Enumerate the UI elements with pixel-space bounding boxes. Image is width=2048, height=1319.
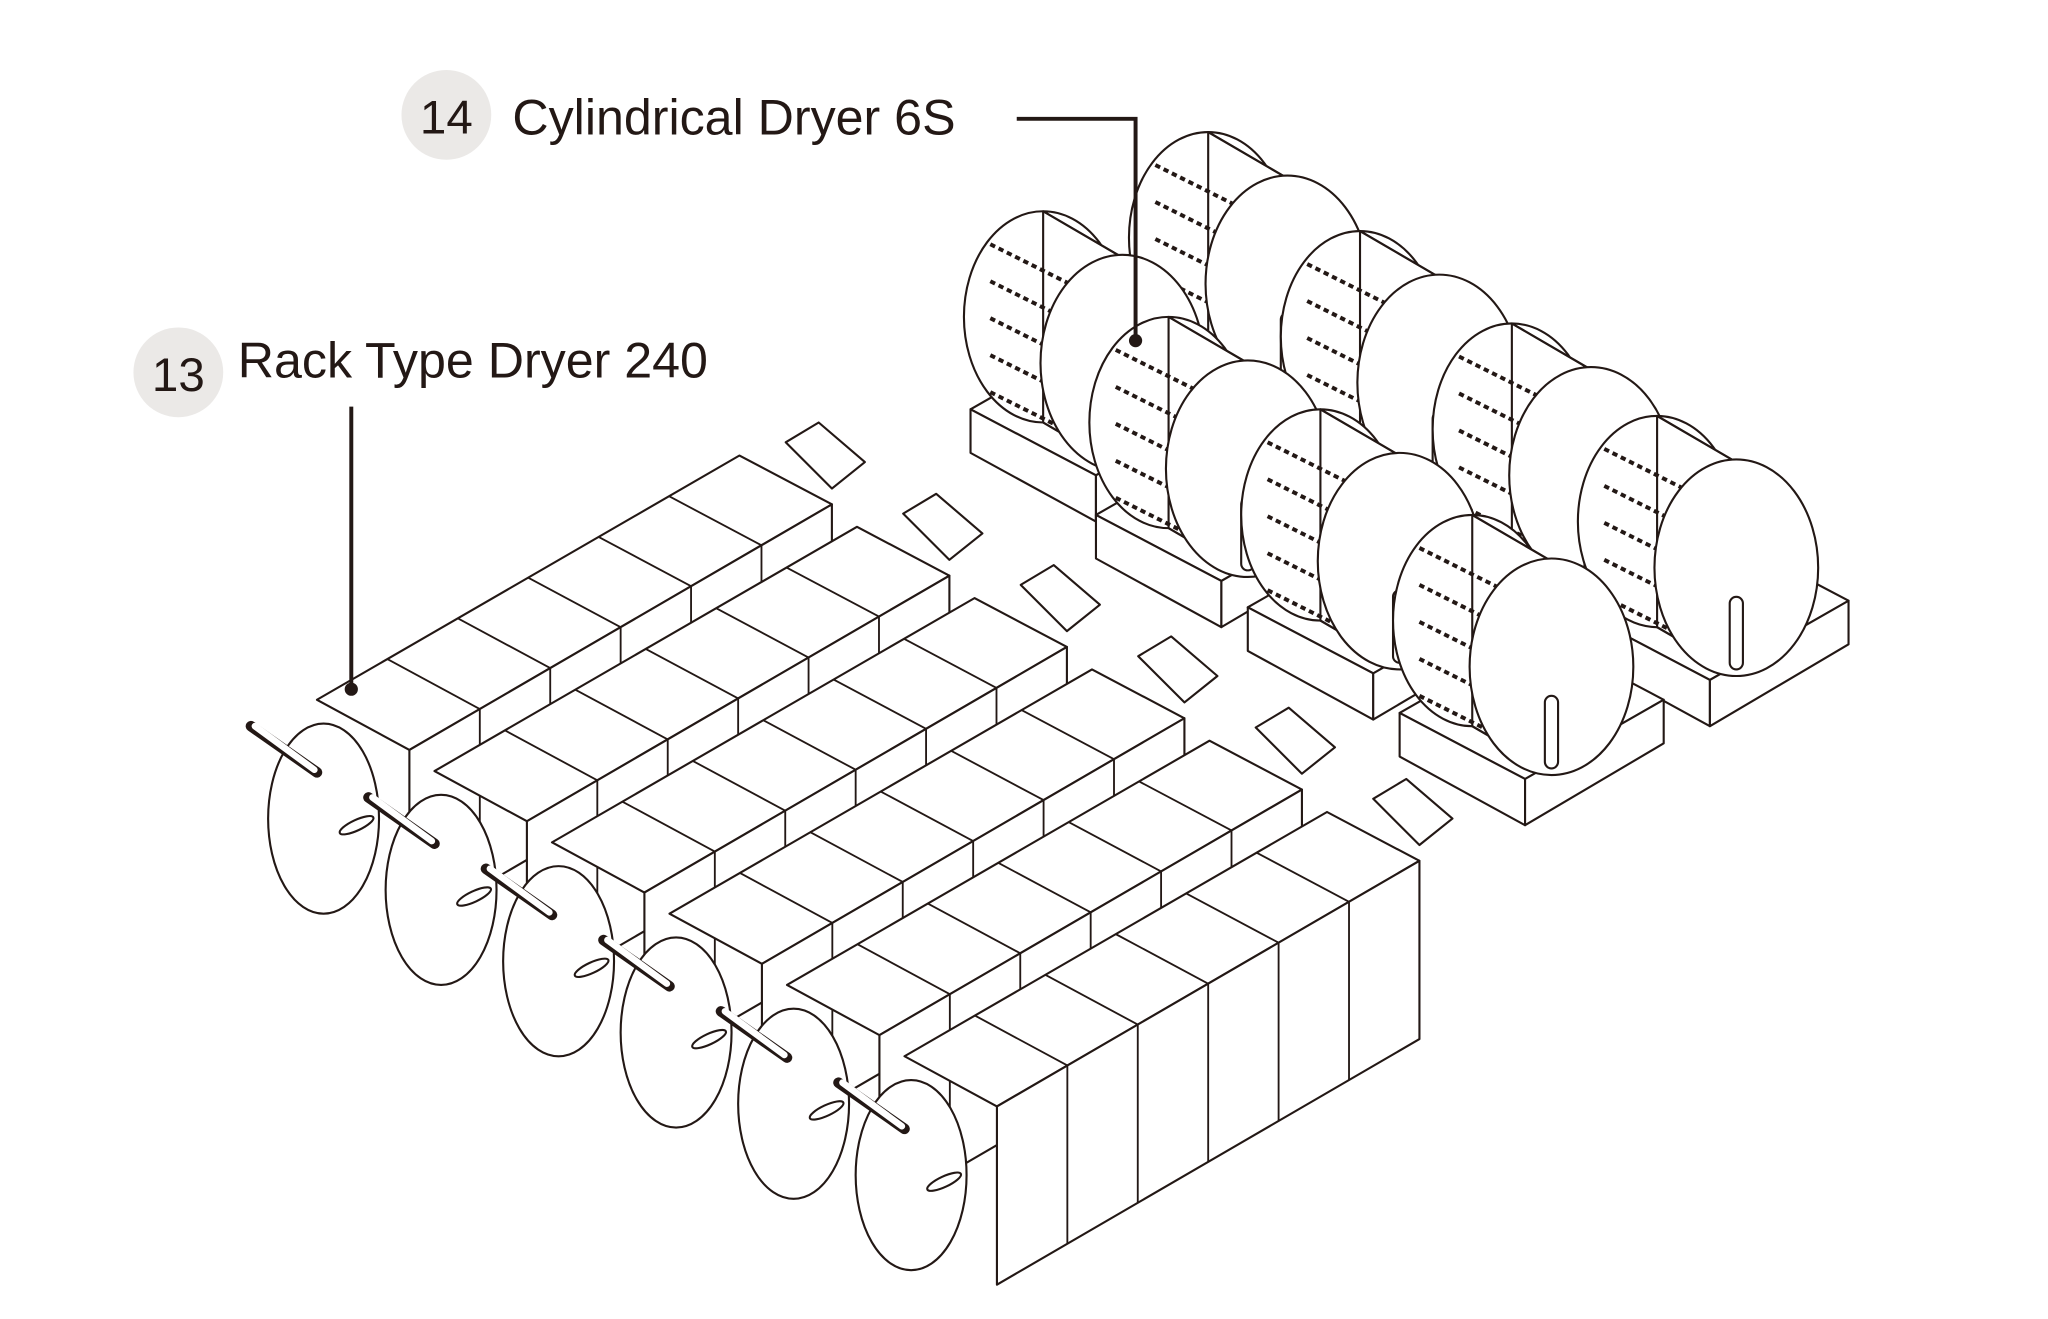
- rack-segment-line: [1185, 892, 1280, 944]
- rack-segment-line: [1044, 974, 1139, 1026]
- rack-segment-line: [903, 637, 997, 689]
- rack-arm-inner: [721, 1008, 788, 1059]
- drum-edge: [1168, 315, 1249, 365]
- callout-label-14: Cylindrical Dryer 6S: [512, 90, 955, 146]
- rack-segment-line: [927, 902, 1021, 955]
- rack-segment-line: [1138, 780, 1232, 832]
- drum-edge: [1207, 131, 1288, 180]
- rack-segment-line: [574, 688, 669, 741]
- drum-handle: [1728, 595, 1744, 671]
- rack-handle: [338, 814, 375, 836]
- rack-end-cap: [267, 722, 381, 915]
- rack-segment-line: [668, 495, 762, 547]
- cylindrical-dryer: [1391, 513, 1665, 827]
- rack-end-cap: [854, 1078, 968, 1272]
- rack-segment-line: [504, 729, 598, 782]
- rack-handle: [691, 1028, 728, 1050]
- rack-segment-line: [833, 678, 927, 730]
- rack-segment-line: [386, 658, 481, 710]
- rack-back-bracket: [1137, 635, 1219, 704]
- rack-segment-line: [715, 607, 810, 659]
- cylindrical-dryer: [1576, 414, 1850, 728]
- callout-number-13: 13: [152, 349, 205, 402]
- callout-badge-14: [401, 69, 492, 160]
- drum-handle: [1543, 694, 1560, 770]
- rack-segment-line: [598, 536, 692, 588]
- callout-13: 13 Rack Type Dryer 240: [133, 327, 708, 696]
- drum-edge: [1471, 514, 1553, 563]
- rack-type-dryer: [833, 777, 1454, 1286]
- rack-segment-line: [786, 566, 880, 618]
- rack-back-bracket: [784, 421, 866, 490]
- rack-end-cap: [737, 1007, 851, 1200]
- drum-edge: [1656, 414, 1737, 464]
- rack-segment-line: [950, 750, 1045, 801]
- callout-badge-13: [133, 327, 224, 418]
- rack-arm-inner: [604, 936, 671, 987]
- rack-segment-line: [880, 790, 974, 842]
- rack-arm-inner: [251, 722, 318, 774]
- rack-segment-line: [1256, 851, 1350, 903]
- rack-segment-line: [692, 760, 786, 812]
- rack-end-cap: [502, 865, 616, 1058]
- rack-handle: [926, 1171, 963, 1192]
- drum-front: [1468, 557, 1635, 777]
- rack-segment-line: [1021, 709, 1115, 761]
- rack-segment-line: [621, 800, 716, 853]
- rack-handle: [456, 886, 493, 907]
- rack-arm-inner: [486, 865, 553, 916]
- rack-back-bracket: [902, 492, 984, 561]
- rack-back-bracket: [1019, 564, 1101, 633]
- rack-end-cap: [384, 793, 498, 987]
- callout-label-13: Rack Type Dryer 240: [238, 333, 708, 389]
- rack-handle: [808, 1100, 845, 1121]
- rack-back-bracket: [1372, 777, 1454, 847]
- rack-back-bracket: [1254, 706, 1336, 775]
- drum-edge: [1042, 210, 1123, 259]
- rack-segment-line: [645, 648, 739, 700]
- cylindrical-dryers: [962, 130, 1850, 827]
- rack-handle: [573, 957, 610, 979]
- rack-segment-line: [1115, 933, 1209, 985]
- rack-type-dryers: [245, 421, 1454, 1286]
- rack-segment-line: [527, 576, 622, 628]
- drum-edge: [1319, 408, 1401, 457]
- rack-segment-line: [762, 719, 857, 771]
- rack-arm-inner: [839, 1079, 906, 1130]
- rack-segment-line: [809, 831, 904, 883]
- rack-segment-line: [1068, 821, 1162, 873]
- drum-edge: [1511, 322, 1592, 371]
- rack-segment-line: [974, 1014, 1068, 1067]
- rack-segment-line: [856, 943, 951, 996]
- rack-arm-inner: [369, 794, 436, 845]
- leader-line-14: [1016, 116, 1138, 341]
- rack-segment-line: [997, 862, 1092, 914]
- drum-front: [1653, 458, 1820, 678]
- leader-dot-14: [1128, 334, 1143, 348]
- leader-dot-13: [344, 682, 358, 696]
- callout-number-14: 14: [420, 91, 473, 144]
- drum-edge: [1359, 230, 1440, 279]
- callout-14: 14 Cylindrical Dryer 6S: [401, 69, 1143, 348]
- rack-segment-line: [457, 617, 551, 669]
- rack-end-cap: [619, 936, 733, 1129]
- rack-segment-line: [739, 872, 833, 924]
